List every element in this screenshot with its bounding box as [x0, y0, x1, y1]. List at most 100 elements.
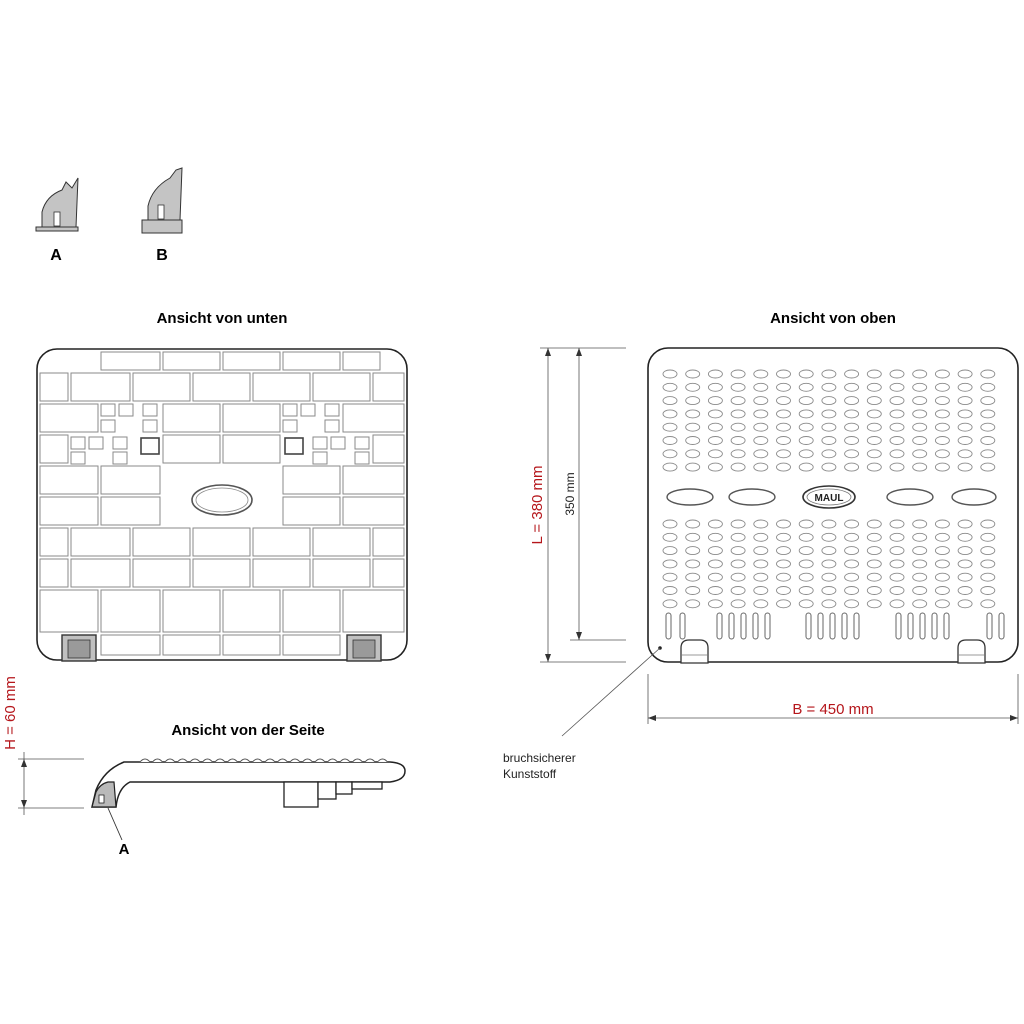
- rib-cell: [372, 434, 405, 464]
- vent-hole: [753, 422, 769, 432]
- surface-bump: [302, 758, 313, 763]
- rib-cell: [100, 465, 161, 495]
- slot: [907, 612, 914, 640]
- vent-hole: [889, 369, 905, 379]
- vent-hole: [889, 546, 905, 556]
- vent-hole: [980, 546, 996, 556]
- vent-hole: [957, 572, 973, 582]
- rib-cell: [372, 372, 405, 402]
- vent-hole: [889, 599, 905, 609]
- vent-hole: [934, 462, 950, 472]
- slot: [943, 612, 950, 640]
- vent-hole: [980, 449, 996, 459]
- surface-bump: [214, 758, 226, 763]
- vent-hole: [753, 559, 769, 569]
- vent-hole: [821, 546, 837, 556]
- vent-hole: [662, 546, 678, 556]
- small-rib-cell: [324, 403, 340, 417]
- rib-cell: [282, 465, 341, 495]
- vent-hole: [798, 532, 814, 542]
- vent-hole: [934, 532, 950, 542]
- vent-hole: [753, 599, 769, 609]
- vent-hole: [662, 519, 678, 529]
- vent-hole: [798, 559, 814, 569]
- slot: [764, 612, 771, 640]
- vent-hole: [980, 462, 996, 472]
- vent-hole: [980, 409, 996, 419]
- slot: [841, 612, 848, 640]
- small-rib-cell: [100, 419, 116, 433]
- vent-hole: [844, 422, 860, 432]
- side-view-title: Ansicht von der Seite: [171, 722, 324, 739]
- small-rib-cell: [100, 403, 116, 417]
- vent-hole: [730, 572, 746, 582]
- surface-bump: [252, 758, 263, 763]
- vent-hole: [662, 449, 678, 459]
- small-rib-cell: [354, 451, 370, 465]
- vent-hole: [844, 382, 860, 392]
- rib-cell: [39, 465, 99, 495]
- vent-hole: [821, 586, 837, 595]
- rib-cell: [342, 589, 405, 633]
- vent-hole: [844, 599, 860, 609]
- vent-hole: [662, 532, 678, 542]
- surface-bump: [377, 758, 388, 763]
- vent-hole: [957, 382, 973, 392]
- vent-hole: [866, 396, 882, 406]
- small-rib-cell: [70, 451, 86, 465]
- vent-hole: [889, 532, 905, 542]
- dimension-lines-side: [18, 752, 84, 815]
- vent-hole: [980, 519, 996, 529]
- vent-hole: [957, 599, 973, 609]
- top-foot-right: [957, 639, 986, 664]
- vent-hole: [866, 599, 882, 609]
- rib-cell: [39, 372, 69, 402]
- vent-hole: [821, 396, 837, 406]
- rib-cell: [162, 351, 221, 371]
- slot: [665, 612, 672, 640]
- top-view: MAUL: [647, 347, 1019, 664]
- vent-hole: [866, 572, 882, 582]
- vent-hole: [889, 462, 905, 472]
- vent-hole: [957, 546, 973, 556]
- variant-b-label: B: [156, 247, 168, 264]
- vent-hole: [866, 462, 882, 472]
- vent-hole: [844, 572, 860, 582]
- vent-hole: [889, 422, 905, 432]
- vent-hole: [707, 409, 723, 419]
- surface-bump: [152, 758, 163, 763]
- rib-cell: [70, 372, 131, 402]
- vent-hole: [866, 369, 882, 379]
- vent-hole: [912, 449, 928, 459]
- vent-hole: [753, 532, 769, 542]
- vent-hole: [912, 572, 928, 582]
- small-rib-cell: [354, 436, 370, 450]
- slot: [919, 612, 926, 640]
- slot: [752, 612, 759, 640]
- vent-hole: [889, 586, 905, 595]
- surface-bump: [202, 758, 213, 763]
- rib-cell: [222, 351, 281, 371]
- slot: [817, 612, 824, 640]
- variant-a-label: A: [50, 247, 62, 264]
- slot: [728, 612, 735, 640]
- bottom-view-title: Ansicht von unten: [157, 310, 288, 327]
- rib-cell: [100, 634, 161, 656]
- material-label-line1: bruchsicherer: [503, 751, 576, 765]
- small-rib-cell: [300, 403, 316, 417]
- vent-hole: [980, 532, 996, 542]
- ventilation-holes: [662, 369, 996, 609]
- side-view: [91, 758, 406, 841]
- vent-hole: [753, 519, 769, 529]
- surface-bump: [289, 758, 301, 763]
- small-rib-cell: [142, 419, 158, 433]
- vent-hole: [912, 586, 928, 595]
- surface-bumps: [139, 758, 388, 763]
- vent-hole: [889, 396, 905, 406]
- rib-cell: [70, 527, 131, 557]
- rib-cell: [282, 589, 341, 633]
- vent-hole: [685, 599, 701, 609]
- vent-hole: [776, 422, 791, 432]
- vent-hole: [707, 599, 723, 609]
